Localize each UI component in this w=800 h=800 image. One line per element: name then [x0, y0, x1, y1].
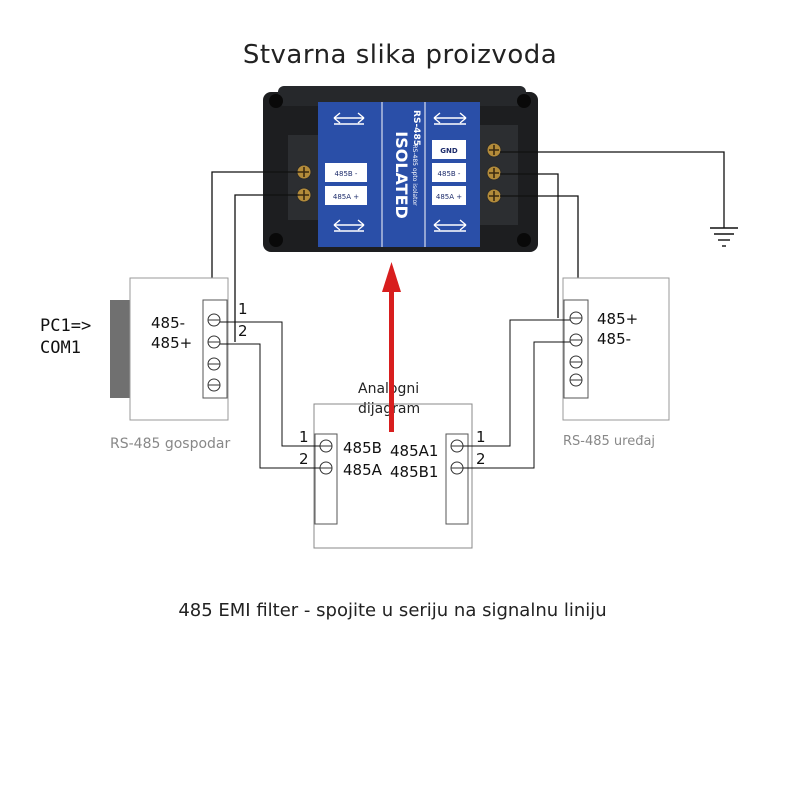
- wire-number: 2: [299, 450, 309, 468]
- filter-left-1: 485B: [343, 439, 382, 457]
- master-caption: RS-485 gospodar: [110, 436, 231, 452]
- right-terminal-label: GND: [440, 147, 458, 155]
- slave-term-minus: 485-: [597, 330, 631, 348]
- master-term-minus: 485-: [151, 314, 185, 332]
- mount-hole-icon: [517, 94, 531, 108]
- mount-hole-icon: [269, 94, 283, 108]
- isolator-device: ISOLATED RS-485 opto isolator RS-485 485…: [263, 86, 538, 252]
- analog-note-1: Analogni: [358, 381, 419, 397]
- bidirectional-arrow-icon: [333, 112, 365, 125]
- terminal-screw-icon: [569, 311, 583, 387]
- screw-terminal-icon: [486, 142, 502, 158]
- terminal-screw-icon: [207, 313, 221, 392]
- red-arrow-icon: [382, 262, 401, 432]
- slave-caption: RS-485 uređaj: [563, 434, 655, 449]
- com-label: COM1: [40, 338, 81, 358]
- mount-hole-icon: [517, 233, 531, 247]
- ground-icon: [710, 227, 738, 247]
- filter-right-1: 485A1: [390, 442, 438, 460]
- device-label-main: ISOLATED: [392, 131, 411, 219]
- screw-terminal-icon: [486, 165, 502, 181]
- filter-left-2: 485A: [343, 461, 383, 479]
- master-terminal-strip: [202, 299, 228, 399]
- wire-number: 1: [299, 428, 309, 446]
- filter-left-strip: [314, 433, 338, 525]
- slave-terminal-strip: [563, 299, 589, 399]
- page-title: Stvarna slika proizvoda: [242, 40, 558, 70]
- filter-right-2: 485B1: [390, 463, 438, 481]
- diagram-wires: [220, 319, 570, 469]
- rs485-slave: 485+ 485- RS-485 uređaj: [562, 277, 670, 449]
- master-term-plus: 485+: [151, 334, 192, 352]
- bidirectional-arrow-icon: [333, 219, 365, 232]
- pc-connector: [110, 300, 130, 398]
- wire-number: 2: [238, 322, 248, 340]
- bidirectional-arrow-icon: [433, 112, 467, 125]
- mount-hole-icon: [269, 233, 283, 247]
- device-label-small: RS-485 opto isolator: [411, 144, 418, 206]
- rs485-master: PC1=> COM1 485- 485+ RS-485 gospodar: [40, 277, 231, 452]
- device-label-model: RS-485: [411, 110, 421, 146]
- left-terminal-label: 485A +: [333, 193, 359, 201]
- screw-terminal-icon: [296, 164, 312, 180]
- caption: 485 EMI filter - spojite u seriju na sig…: [178, 600, 607, 621]
- pc-label: PC1=>: [40, 316, 91, 336]
- slave-term-plus: 485+: [597, 310, 638, 328]
- bidirectional-arrow-icon: [433, 219, 467, 232]
- wire-number: 2: [476, 450, 486, 468]
- wire-number: 1: [476, 428, 486, 446]
- right-terminal-label: 485B -: [438, 170, 461, 178]
- screw-terminal-icon: [486, 188, 502, 204]
- right-terminal-label: 485A +: [436, 193, 462, 201]
- wire-number: 1: [238, 300, 248, 318]
- filter-right-strip: [445, 433, 469, 525]
- screw-terminal-icon: [296, 187, 312, 203]
- left-terminal-label: 485B -: [335, 170, 358, 178]
